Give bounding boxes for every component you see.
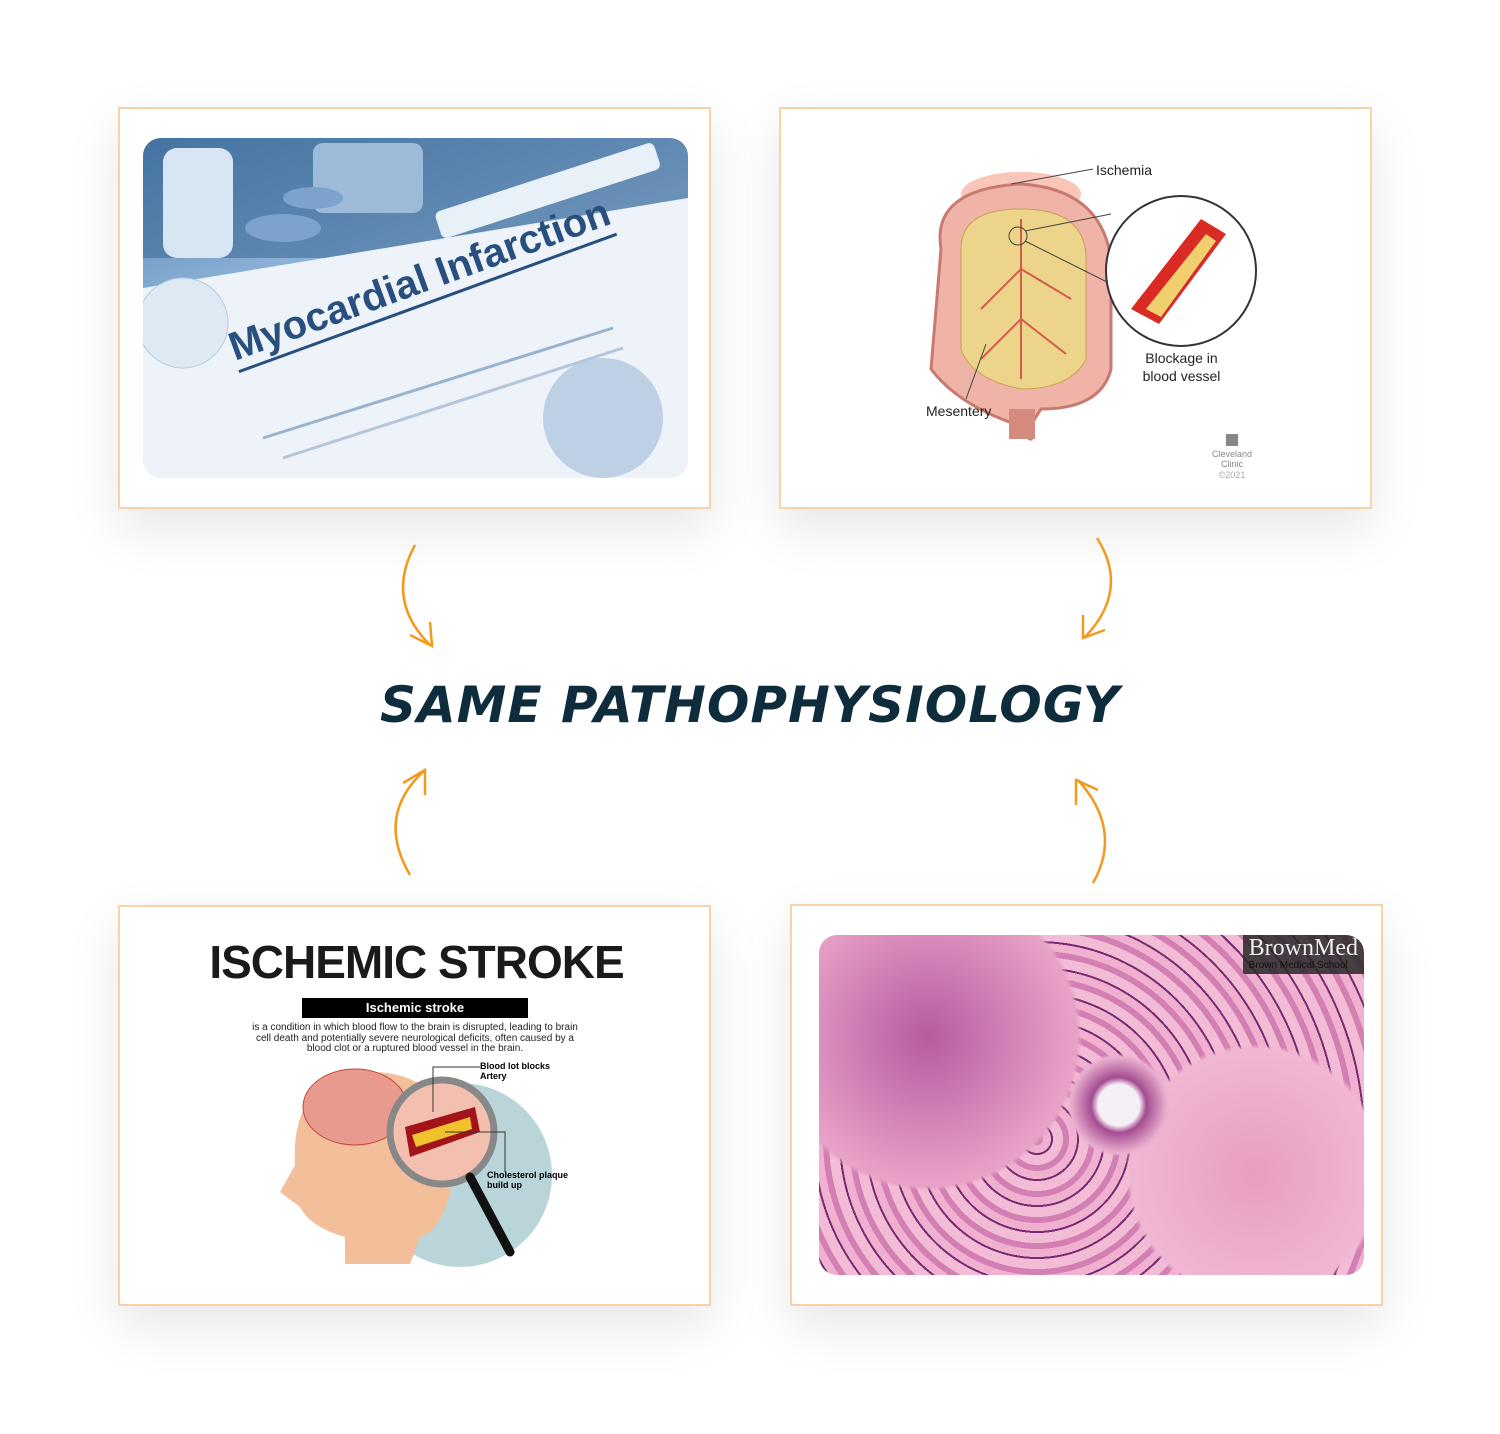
credit-year: ©2021 [1218,470,1246,480]
label-ischemia: Ischemia [1096,162,1153,178]
histology-watermark: BrownMed Brown Medical School [1242,935,1364,974]
credit-org: Cleveland Clinic [1211,449,1253,469]
medical-still-life-icon [143,138,688,478]
myocardial-infarction-photo: Myocardial Infarction [143,138,688,478]
card-ischemic-stroke: ISCHEMIC STROKE Ischemic stroke is a con… [118,905,711,1306]
watermark-title: BrownMed [1248,935,1358,961]
label-mesentery: Mesentery [926,403,992,419]
arrow-top-left-icon [401,544,434,649]
label-plaque: Cholesterol plaque build up [487,1170,569,1190]
page-title: SAME PATHOPHYSIOLOGY [379,676,1121,734]
stroke-banner: Ischemic stroke [302,998,528,1018]
arrow-bottom-left-icon [394,767,427,876]
watermark-subtitle: Brown Medical School [1248,960,1348,971]
card-myocardial-infarction: Myocardial Infarction [118,107,711,509]
histology-micrograph: BrownMed Brown Medical School [819,935,1364,1275]
label-clot: Blood lot blocks Artery [480,1061,551,1081]
card-histology: BrownMed Brown Medical School [790,904,1383,1306]
label-blockage: Blockage in blood vessel [1142,350,1221,384]
brain-magnifier-illustration-icon [280,1066,552,1267]
stroke-heading: ISCHEMIC STROKE [209,936,624,988]
arrow-top-right-icon [1081,537,1113,640]
arrow-bottom-right-icon [1074,778,1107,884]
cleveland-clinic-logo-icon [1226,434,1238,446]
stroke-banner-label: Ischemic stroke [365,1000,465,1015]
intestine-illustration-icon [929,168,1257,446]
card-mesenteric-ischemia: Ischemia Blockage in blood vessel Mesent… [779,107,1372,509]
stroke-description: is a condition in which blood flow to th… [252,1022,578,1054]
